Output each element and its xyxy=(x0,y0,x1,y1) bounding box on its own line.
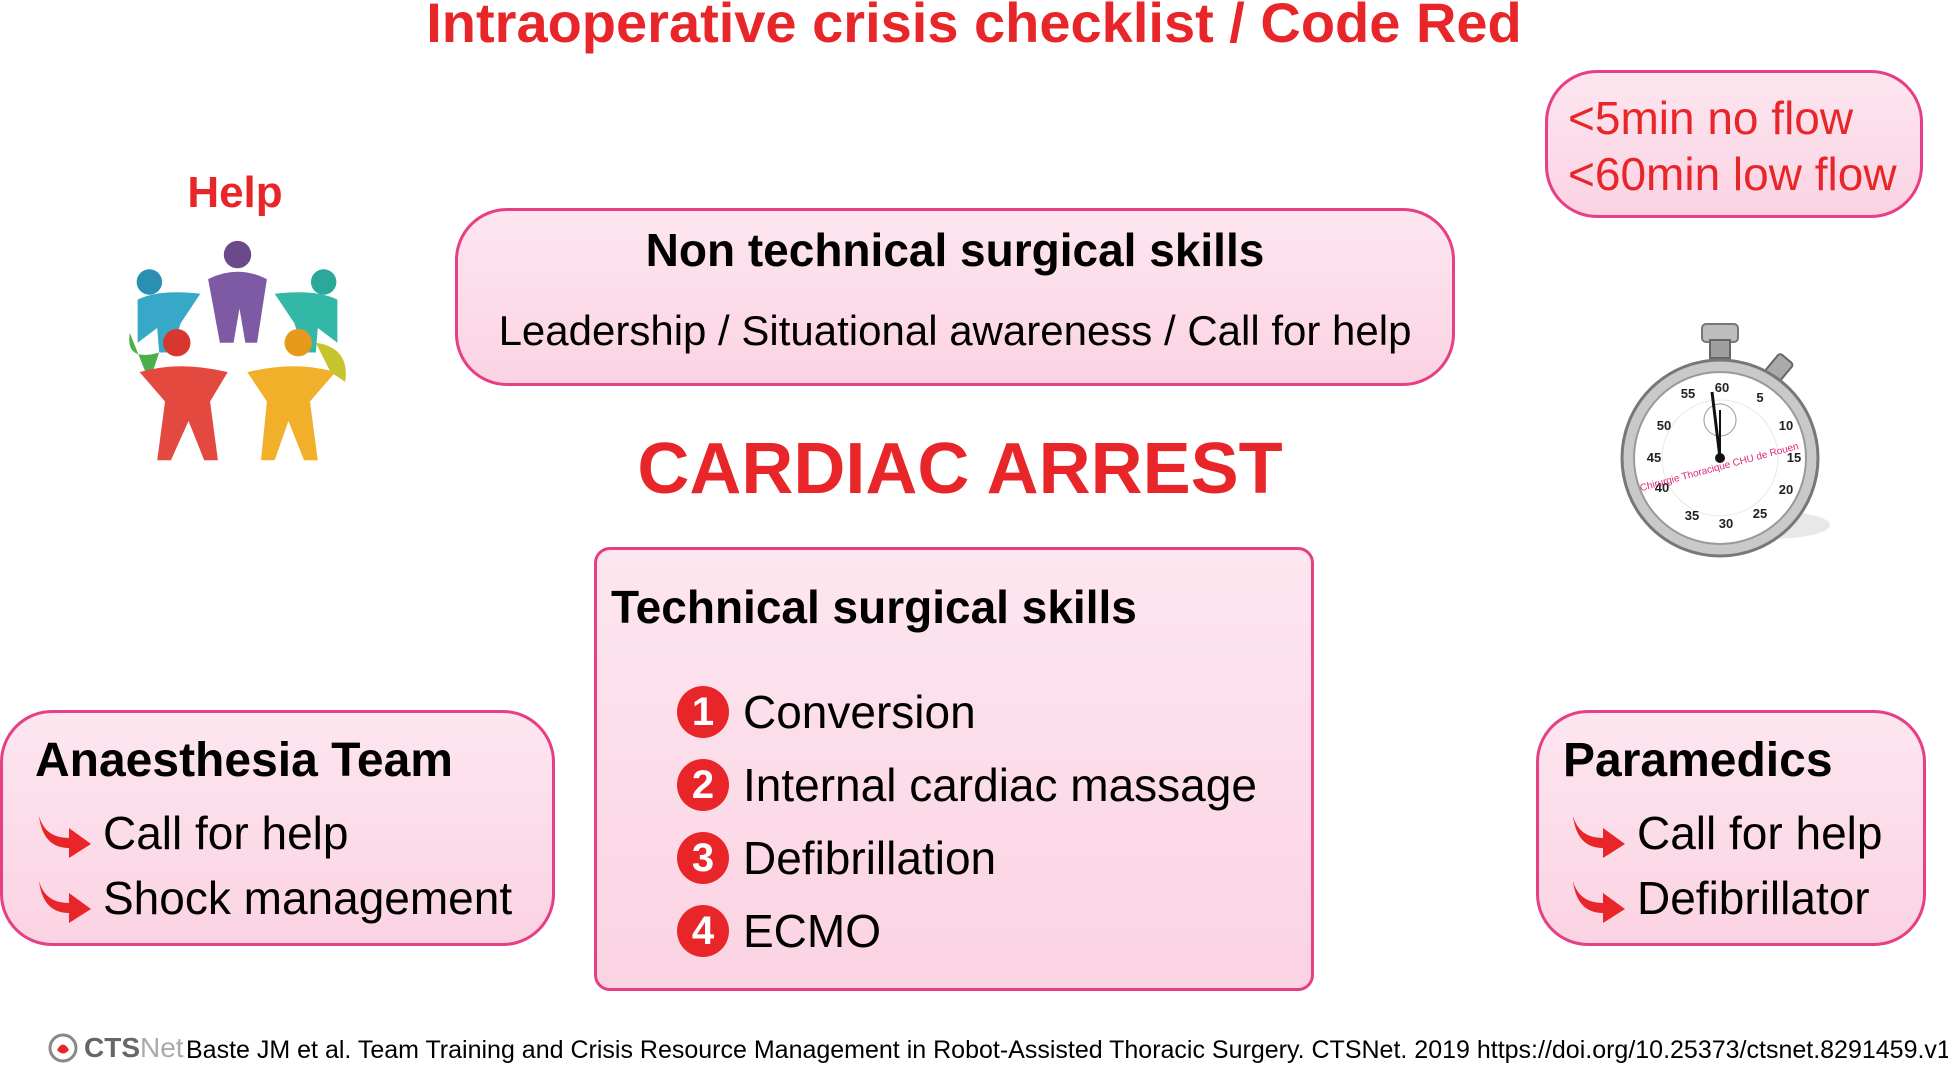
step-label: ECMO xyxy=(743,905,881,957)
step-label: Defibrillation xyxy=(743,832,997,884)
anaesthesia-item-label: Call for help xyxy=(103,807,349,859)
step-label: Conversion xyxy=(743,686,976,738)
technical-step: 1 Conversion xyxy=(677,682,976,742)
ctsnet-logo[interactable]: CTSNet xyxy=(48,1030,184,1066)
stopwatch-number: 55 xyxy=(1681,386,1695,401)
low-flow-text: <60min low flow xyxy=(1568,148,1897,200)
anaesthesia-item: Call for help xyxy=(35,803,348,863)
curved-arrow-icon xyxy=(1573,816,1625,858)
paramedics-item-label: Defibrillator xyxy=(1637,872,1870,924)
paramedics-item-label: Call for help xyxy=(1637,807,1883,859)
stopwatch-number: 5 xyxy=(1756,390,1763,405)
stopwatch-number: 10 xyxy=(1779,418,1793,433)
technical-step: 3 Defibrillation xyxy=(677,828,996,888)
step-label: Internal cardiac massage xyxy=(743,759,1257,811)
stopwatch-number: 45 xyxy=(1647,450,1661,465)
anaesthesia-item: Shock management xyxy=(35,868,512,928)
step-number-badge: 3 xyxy=(677,832,729,884)
paramedics-item: Call for help xyxy=(1569,803,1882,863)
paramedics-box: Paramedics Call for help Defibrillator xyxy=(1536,710,1926,946)
page-title: Intraoperative crisis checklist / Code R… xyxy=(426,0,1522,54)
technical-step: 2 Internal cardiac massage xyxy=(677,755,1257,815)
stopwatch-number: 25 xyxy=(1753,506,1767,521)
technical-step: 4 ECMO xyxy=(677,901,881,961)
step-number-badge: 2 xyxy=(677,759,729,811)
people-circle-icon xyxy=(129,240,346,461)
cardiac-arrest-heading: CARDIAC ARREST xyxy=(637,429,1283,509)
step-number-badge: 1 xyxy=(677,686,729,738)
curved-arrow-icon xyxy=(1573,881,1625,923)
technical-skills-box: Technical surgical skills 1 Conversion 2… xyxy=(594,547,1314,991)
technical-title: Technical surgical skills xyxy=(611,581,1137,633)
help-label: Help xyxy=(187,168,283,217)
stopwatch-number: 50 xyxy=(1657,418,1671,433)
stopwatch-number: 15 xyxy=(1787,450,1801,465)
stopwatch-number: 20 xyxy=(1779,482,1793,497)
anaesthesia-title: Anaesthesia Team xyxy=(35,734,453,787)
stopwatch-number: 30 xyxy=(1719,516,1733,531)
ctsnet-logo-icon xyxy=(48,1033,78,1063)
anaesthesia-team-box: Anaesthesia Team Call for help Shock man… xyxy=(0,710,555,946)
non-technical-skills-box: Non technical surgical skills Leadership… xyxy=(455,208,1455,386)
no-flow-text: <5min no flow xyxy=(1568,92,1854,144)
citation-text: Baste JM et al. Team Training and Crisis… xyxy=(186,1036,1948,1064)
paramedics-item: Defibrillator xyxy=(1569,868,1870,928)
anaesthesia-item-label: Shock management xyxy=(103,872,513,924)
stopwatch-number: 60 xyxy=(1715,380,1729,395)
stopwatch-number: 35 xyxy=(1685,508,1699,523)
non-technical-title: Non technical surgical skills xyxy=(645,224,1265,276)
stopwatch-number: 40 xyxy=(1655,480,1669,495)
flow-time-box: <5min no flow <60min low flow xyxy=(1545,70,1923,218)
step-number-badge: 4 xyxy=(677,905,729,957)
non-technical-subtitle: Leadership / Situational awareness / Cal… xyxy=(498,307,1412,354)
ctsnet-logo-text: CTSNet xyxy=(84,1032,184,1063)
stopwatch-icon: 55 60 5 10 15 20 25 30 35 40 45 50 Chiru… xyxy=(1620,323,1830,558)
curved-arrow-icon xyxy=(39,816,91,858)
curved-arrow-icon xyxy=(39,881,91,923)
paramedics-title: Paramedics xyxy=(1563,734,1833,787)
